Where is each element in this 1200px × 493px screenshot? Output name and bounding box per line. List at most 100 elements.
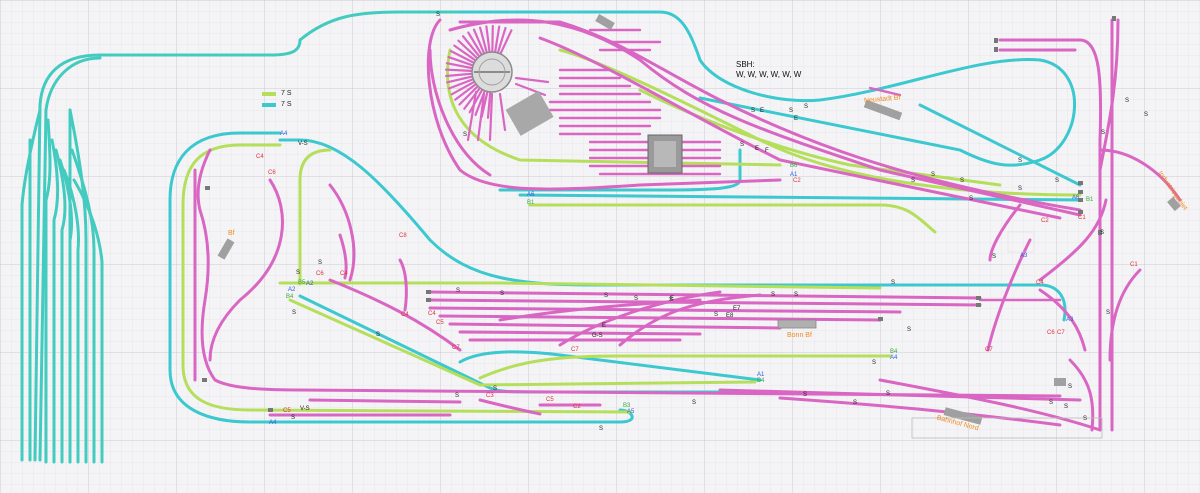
- roundhouse-stall-track[interactable]: [468, 89, 483, 114]
- block-label-b4: B4: [286, 294, 294, 300]
- marker-s: S: [714, 312, 719, 318]
- roundhouse-stall-track[interactable]: [472, 28, 485, 54]
- legend-label-green: 7 S: [281, 90, 292, 97]
- block-label-a6: A6: [1072, 195, 1080, 201]
- block-label-a5: A5: [627, 409, 635, 415]
- roundhouse-stall-track[interactable]: [467, 31, 483, 56]
- legend-swatch-green: [262, 91, 276, 96]
- turntable-exit-track[interactable]: [488, 92, 494, 142]
- marker-s: S: [500, 291, 505, 297]
- block-label-c2: C2: [573, 404, 581, 410]
- legend-label-cyan: 7 S: [281, 101, 292, 108]
- roundhouse-stall-track[interactable]: [457, 39, 478, 59]
- track-green[interactable]: [181, 48, 1082, 414]
- marker-s: S: [634, 296, 639, 302]
- marker-f: F: [765, 148, 769, 154]
- block-label-c2: C2: [793, 178, 801, 184]
- roundhouse-stall-track[interactable]: [458, 85, 479, 106]
- marker-s: S: [1018, 186, 1023, 192]
- roundhouse-stall-track[interactable]: [445, 62, 473, 70]
- sbh-text: W, W, W, W, W, W: [736, 70, 802, 79]
- turntable-exit-track[interactable]: [514, 82, 547, 97]
- roundhouse-stall-track[interactable]: [446, 75, 473, 84]
- roundhouse-stall-track[interactable]: [499, 29, 513, 55]
- turntable-exit-track[interactable]: [476, 92, 486, 142]
- block-label-c6: C6: [1047, 330, 1055, 336]
- marker-s: S: [794, 292, 799, 298]
- marker-s: S: [291, 415, 296, 421]
- marker-s: S: [771, 292, 776, 298]
- block-label-a2: A2: [306, 281, 314, 287]
- block-label-c4: C4: [401, 312, 409, 318]
- block-label-c3: C3: [486, 393, 494, 399]
- roundhouse-stall-track[interactable]: [453, 44, 476, 62]
- marker-e: E: [670, 296, 675, 302]
- block-label-a3: A3: [1066, 317, 1074, 323]
- marker-s: S: [872, 360, 877, 366]
- roundhouse-stall-track[interactable]: [444, 68, 473, 73]
- marker-s: S: [1049, 400, 1054, 406]
- marker-s: S: [740, 142, 745, 148]
- marker-v-s: V-S: [298, 141, 308, 147]
- station-label-bonn: Bonn Bf: [787, 332, 812, 339]
- marker-s: S: [751, 108, 756, 114]
- roundhouse-stall-track[interactable]: [445, 72, 473, 78]
- block-label-b4: B4: [890, 349, 898, 355]
- roundhouse-stall-track[interactable]: [447, 55, 474, 67]
- marker-e: E: [755, 146, 760, 152]
- sbh-title: SBH:: [736, 60, 755, 69]
- marker-s: S: [804, 104, 809, 110]
- marker-s: S: [455, 393, 460, 399]
- block-label-a3: A3: [1020, 253, 1028, 259]
- roundhouse-stall-track[interactable]: [485, 25, 491, 53]
- block-label-b1: B1: [1086, 197, 1094, 203]
- roundhouse-stall-track[interactable]: [461, 35, 480, 57]
- marker-s: S: [891, 280, 896, 286]
- block-label-a2: A2: [288, 287, 296, 293]
- block-label-a1: A1: [757, 372, 765, 378]
- roundhouse-stall-track[interactable]: [450, 81, 475, 96]
- roundhouse-stall-track[interactable]: [494, 25, 501, 53]
- marker-s: S: [318, 260, 323, 266]
- block-label-c7: C7: [985, 347, 993, 353]
- roundhouse-stall-track[interactable]: [497, 26, 507, 54]
- marker-s: S: [907, 327, 912, 333]
- track-cyan[interactable]: [168, 10, 1082, 424]
- block-label-c4: C4: [1036, 280, 1044, 286]
- marker-e7: E7: [733, 306, 741, 312]
- roundhouse-stall-track[interactable]: [486, 91, 492, 119]
- block-label-c6: C6: [268, 170, 276, 176]
- marker-s: S: [1144, 112, 1149, 118]
- marker-s: S: [1064, 404, 1069, 410]
- legend-item-green: 7 S: [262, 88, 292, 99]
- turntable-exit-track[interactable]: [466, 90, 478, 142]
- marker-s: S: [992, 254, 997, 260]
- roundhouse-stall-track[interactable]: [449, 50, 475, 64]
- station-label-bf: Bf: [228, 230, 235, 237]
- block-label-c8: C8: [399, 233, 407, 239]
- block-label-b1: B1: [527, 200, 535, 206]
- marker-s: S: [886, 391, 891, 397]
- staging-yard[interactable]: [20, 10, 462, 464]
- roundhouse-stall-track[interactable]: [447, 78, 474, 90]
- roundhouse-stall-track[interactable]: [478, 26, 488, 53]
- legend: 7 S 7 S: [262, 88, 292, 110]
- turntable-exit-track[interactable]: [514, 76, 550, 84]
- marker-s: S: [1100, 230, 1105, 236]
- block-label-a6: A6: [527, 192, 535, 198]
- turntable[interactable]: [444, 24, 550, 142]
- marker-s: S: [1083, 416, 1088, 422]
- roundhouse-stall-track[interactable]: [454, 83, 477, 101]
- block-label-c1: C1: [1078, 215, 1086, 221]
- marker-e: E: [760, 108, 765, 114]
- track-pink[interactable]: [193, 18, 1182, 432]
- marker-s: S: [296, 270, 301, 276]
- block-label-c5: C5: [283, 408, 291, 414]
- marker-s: S: [1101, 130, 1106, 136]
- marker-s: S: [969, 196, 974, 202]
- block-label-b6: B6: [790, 163, 798, 169]
- turntable-exit-track[interactable]: [498, 92, 507, 132]
- marker-e8: E8: [726, 313, 734, 319]
